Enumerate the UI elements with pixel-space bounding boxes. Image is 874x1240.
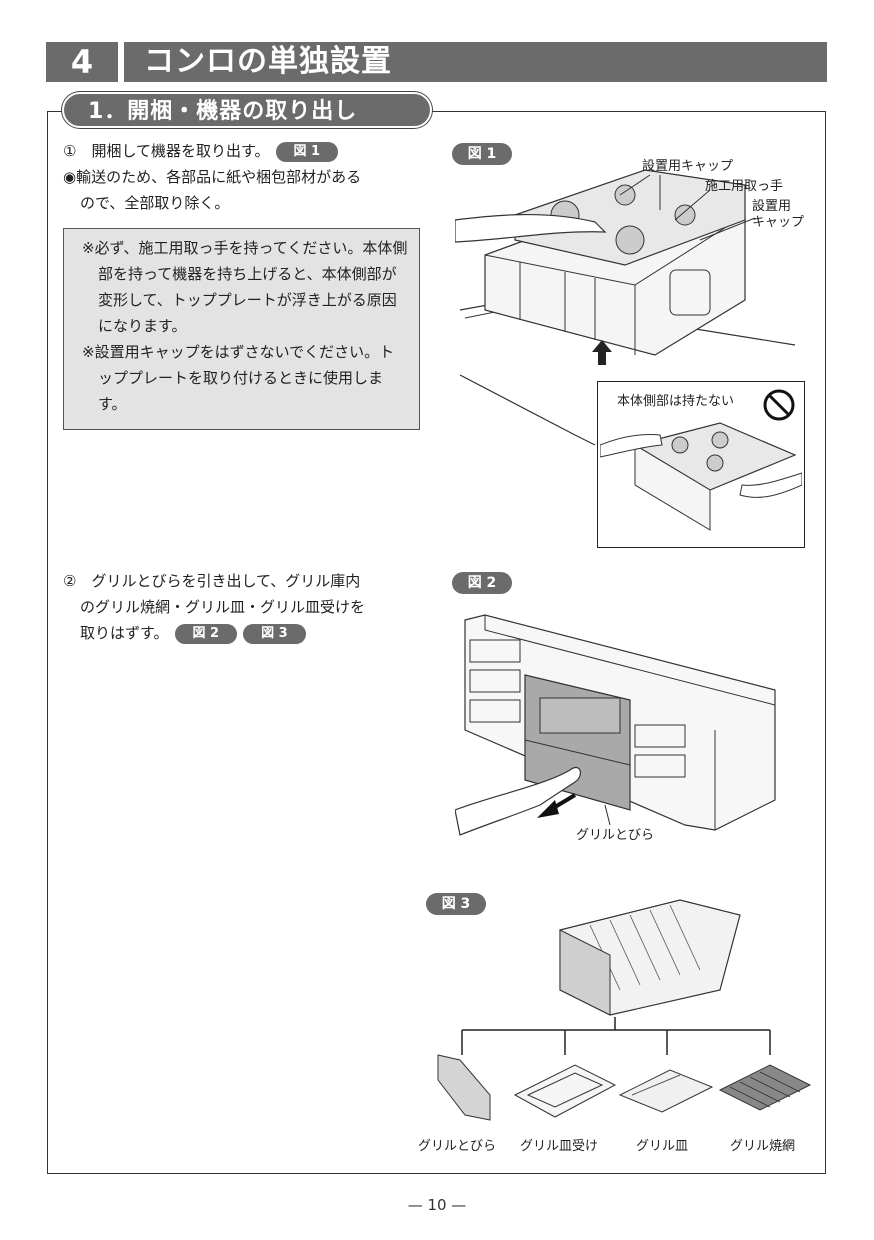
fig1-label-cap2-b: キャップ (752, 215, 805, 230)
fig2-illustration (455, 614, 776, 836)
fig2-badge: 図 2 (452, 572, 512, 594)
fig3-illustration (437, 899, 812, 1121)
fig2-label-door: グリルとびら (576, 828, 655, 843)
fig3-badge: 図 3 (426, 893, 486, 915)
fig1-label-cap1: 設置用キャップ (642, 159, 734, 174)
step1-bullet-cont: ので、全部取り除く。 (80, 194, 230, 212)
step2-line3: 取りはずす。 (80, 624, 169, 642)
fig3-ref-badge[interactable]: 図 3 (243, 623, 306, 644)
section-frame (47, 111, 826, 1174)
chapter-number: 4 (46, 42, 118, 82)
fig1-illustration (455, 169, 796, 446)
step2-line1: ② グリルとびらを引き出して、グリル庫内 (63, 572, 361, 590)
fig1-inset-illustration (600, 422, 802, 531)
fig1-inset-caption: 本体側部は持たない (617, 394, 735, 409)
step1-instruction: ① 開梱して機器を取り出す。図 1 (63, 138, 339, 164)
caution-note-1: ※必ず、施工用取っ手を持ってください。本体側部を持って機器を持ち上げると、本体側… (82, 239, 408, 335)
fig3-part-door: グリルとびら (418, 1139, 497, 1154)
fig2-ref-badge[interactable]: 図 2 (174, 623, 238, 644)
step1-bullet: ◉輸送のため、各部品に紙や梱包部材がある (63, 168, 362, 186)
fig3-part-tray-holder: グリル皿受け (520, 1139, 599, 1154)
step1-text: ① 開梱して機器を取り出す。 (63, 142, 270, 160)
section-title: 1．開梱・機器の取り出し (62, 92, 432, 128)
fig3-part-grate: グリル焼網 (730, 1139, 796, 1154)
chapter-title: コンロの単独設置 (124, 42, 827, 82)
page-number: — 10 — (407, 1196, 467, 1214)
caution-note-box: ※必ず、施工用取っ手を持ってください。本体側部を持って機器を持ち上げると、本体側… (63, 228, 420, 430)
fig1-label-cap2-a: 設置用 (752, 199, 792, 214)
fig1-badge: 図 1 (452, 143, 512, 165)
fig1-label-handle: 施工用取っ手 (705, 179, 784, 194)
fig1-ref-badge[interactable]: 図 1 (275, 141, 339, 162)
caution-note-2: ※設置用キャップをはずさないでください。トッププレートを取り付けるときに使用しま… (82, 343, 395, 413)
no-symbol-icon (763, 389, 795, 421)
fig3-part-tray: グリル皿 (636, 1139, 689, 1154)
step2-line2: のグリル焼網・グリル皿・グリル皿受けを (80, 598, 366, 616)
